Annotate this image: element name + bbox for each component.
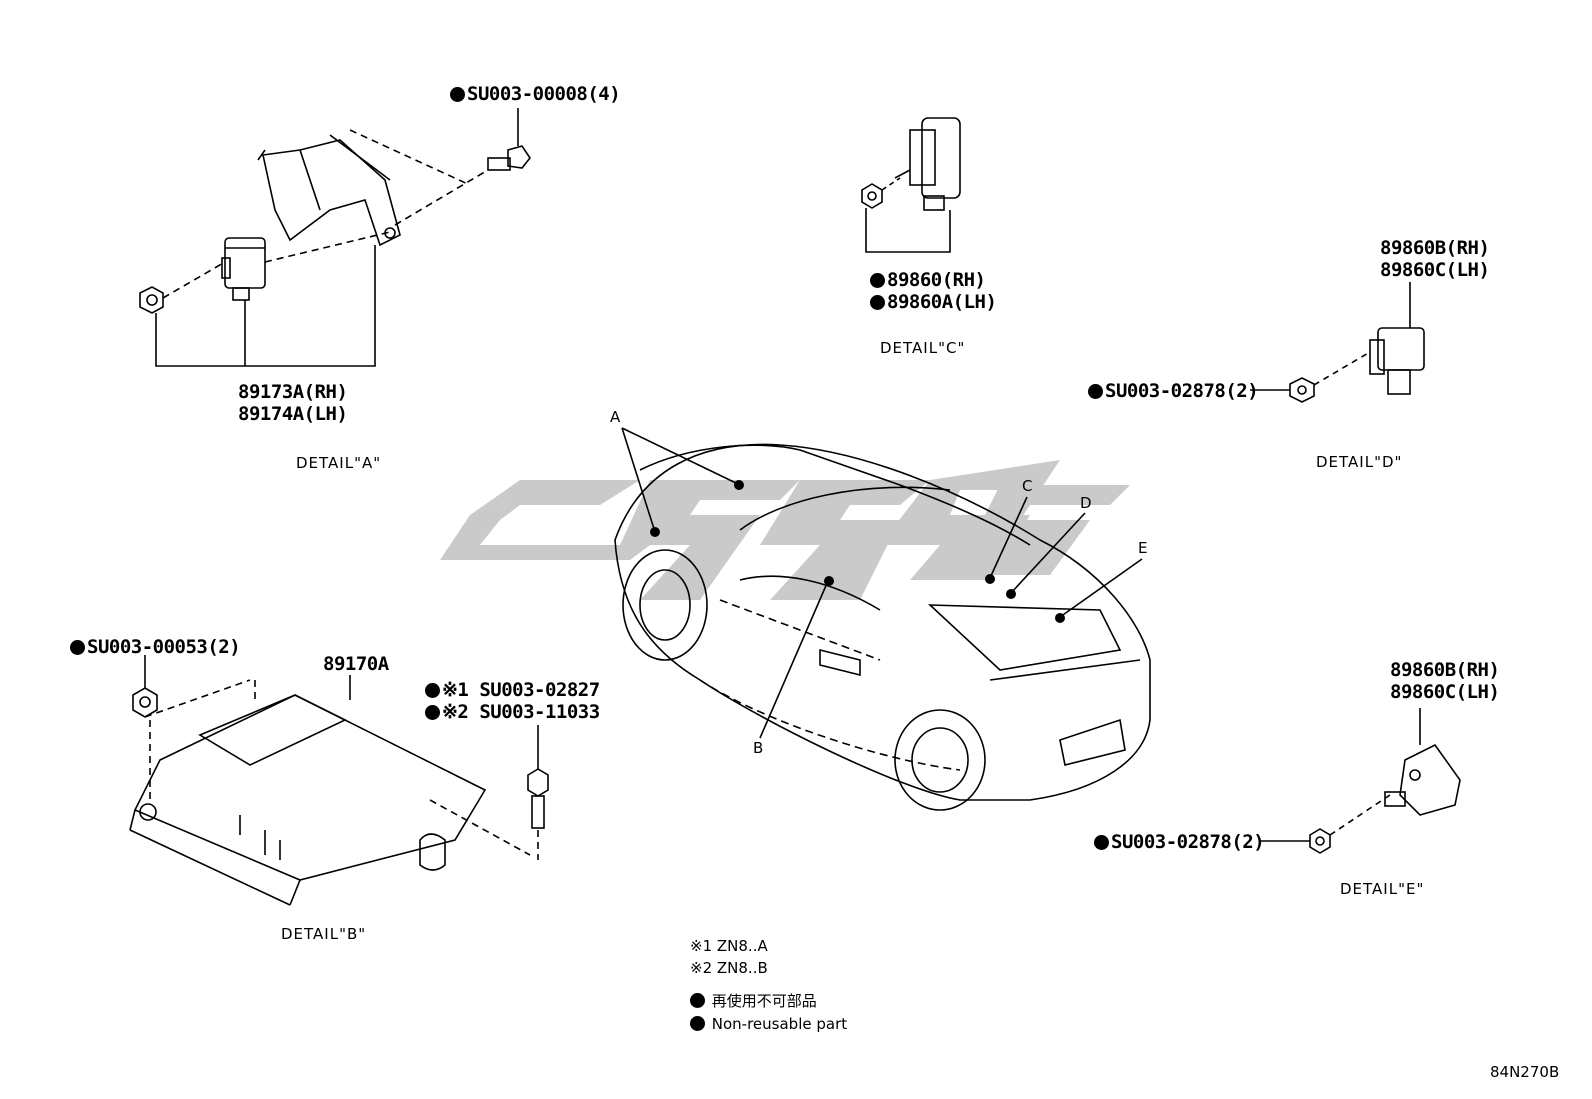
non-reusable-dot-icon [1088,384,1103,399]
detail-a-caption: DETAIL"A" [296,454,382,472]
detail-b-bolt-1-mark: ※1 [442,679,469,701]
detail-e-fastener-code: SU003-02878(2) [1111,831,1265,853]
car-callout-dots [650,480,1065,623]
detail-d-fastener-code: SU003-02878(2) [1105,380,1259,402]
detail-a-fastener-code: SU003-00008(4) [467,83,621,105]
detail-e-caption: DETAIL"E" [1340,880,1425,898]
detail-a-bracket [257,134,401,247]
non-reusable-dot-icon [870,273,885,288]
detail-b-bolt-2-mark: ※2 [442,701,469,723]
car-hidden-lines [699,599,961,771]
non-reusable-dot-icon [870,295,885,310]
legend-jp-text: 再使用不可部品 [711,992,817,1010]
detail-b-caption: DETAIL"B" [281,925,367,943]
detail-a-fastener-label: SU003-00008(4) [450,83,621,105]
detail-b-module [129,655,549,906]
non-reusable-dot-icon [425,705,440,720]
detail-e-part-rh: 89860B(RH) [1390,659,1500,681]
detail-b-fastener-label: SU003-00053(2) [70,636,241,658]
non-reusable-dot-icon [690,993,705,1008]
detail-b-dash-lines [144,679,539,860]
callout-e: E [1138,539,1148,557]
non-reusable-dot-icon [1094,835,1109,850]
legend-non-reusable-en: Non-reusable part [690,1015,847,1033]
detail-c-caption: DETAIL"C" [880,339,966,357]
legend-note-2: ※2 ZN8..B [690,959,768,977]
diagram-code: 84N270B [1490,1063,1560,1081]
detail-c-part-lh: 89860A(LH) [870,291,997,313]
detail-b-bolt-1-code: SU003-02827 [479,679,600,701]
detail-e-sensor [1260,708,1461,854]
detail-b-bolt-2-code: SU003-11033 [479,701,600,723]
callout-b: B [753,739,764,757]
non-reusable-dot-icon [450,87,465,102]
detail-e-fastener-label: SU003-02878(2) [1094,831,1265,853]
callout-c: C [1022,477,1033,495]
car-callout-leaders [621,427,1143,739]
non-reusable-dot-icon [690,1016,705,1031]
detail-c-sensor [861,117,961,253]
detail-a-part-lh: 89174A(LH) [238,403,348,425]
callout-d: D [1080,494,1092,512]
non-reusable-dot-icon [425,683,440,698]
line-work [129,108,1461,906]
detail-a-dash-lines [162,129,489,299]
detail-c-part-rh-code: 89860(RH) [887,269,986,291]
detail-b-bolt-1: ※1 SU003-02827 [425,679,600,701]
legend-note-1: ※1 ZN8..A [690,937,768,955]
callout-a: A [610,408,621,426]
detail-b-part: 89170A [323,653,389,675]
detail-d-fastener-label: SU003-02878(2) [1088,380,1259,402]
detail-c-part-rh: 89860(RH) [870,269,986,291]
detail-b-fastener-code: SU003-00053(2) [87,636,241,658]
detail-d-caption: DETAIL"D" [1316,453,1403,471]
detail-d-part-lh: 89860C(LH) [1380,259,1490,281]
detail-e-part-lh: 89860C(LH) [1390,681,1500,703]
non-reusable-dot-icon [70,640,85,655]
detail-c-part-lh-code: 89860A(LH) [887,291,997,313]
detail-b-bolt-2: ※2 SU003-11033 [425,701,600,723]
detail-a-part-rh: 89173A(RH) [238,381,348,403]
legend-non-reusable-jp: 再使用不可部品 [690,990,817,1011]
detail-a-leaders [155,108,519,367]
detail-d-sensor [1250,282,1425,403]
car-outline [614,443,1151,811]
watermark-logo [440,460,1130,600]
detail-a-sensor [221,237,266,301]
legend-en-text: Non-reusable part [711,1015,848,1033]
detail-a-fasteners [139,145,531,314]
detail-d-part-rh: 89860B(RH) [1380,237,1490,259]
